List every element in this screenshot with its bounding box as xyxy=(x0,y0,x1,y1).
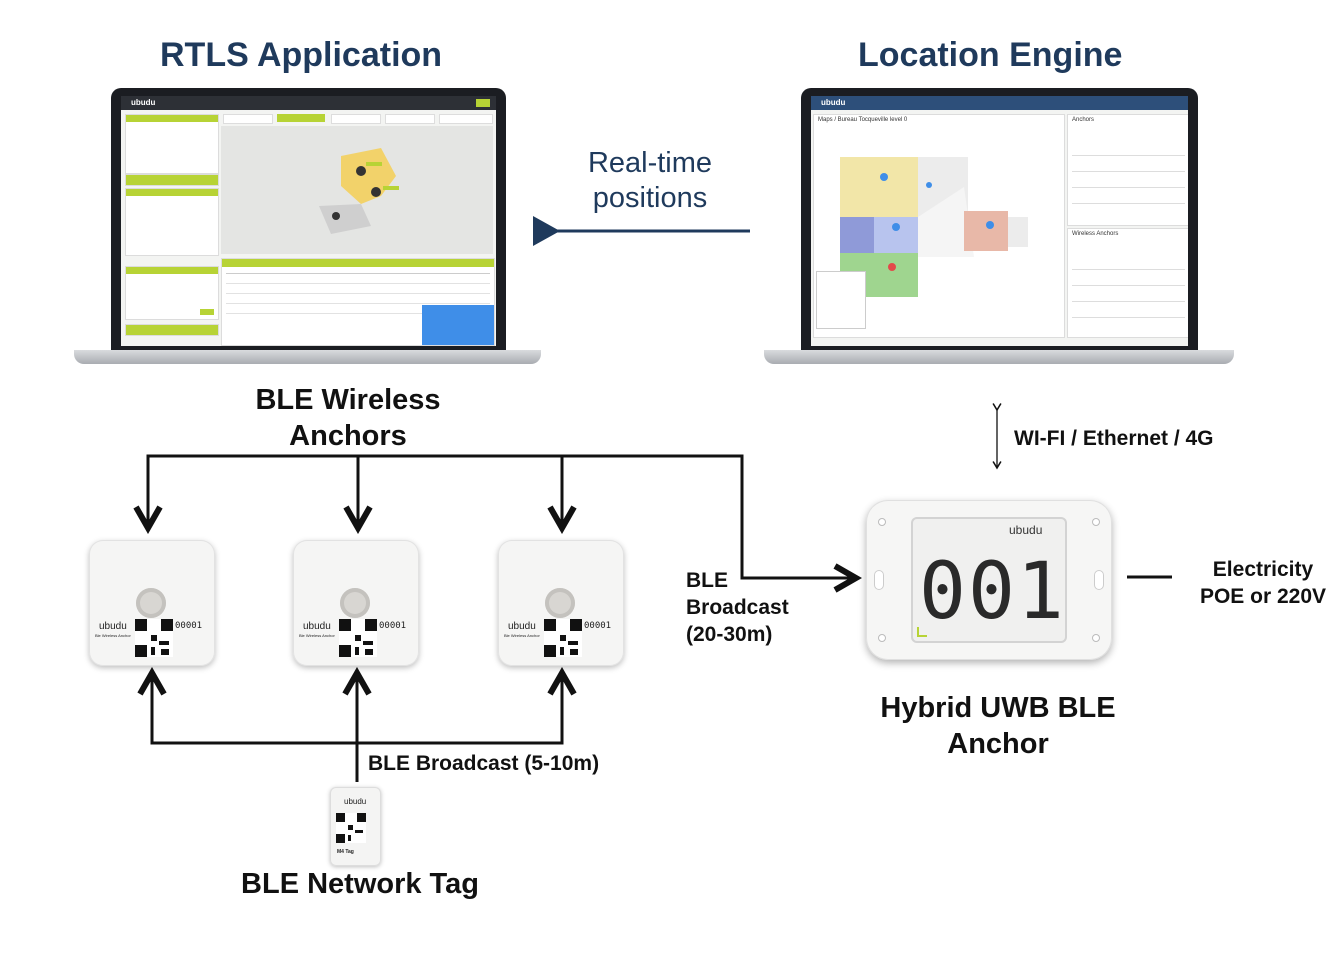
anchor-number: 00001 xyxy=(584,621,612,631)
screw-icon xyxy=(878,634,886,642)
engine-app-screen: ubudu Maps / Bureau Tocqueville level 0 xyxy=(811,96,1188,346)
engine-laptop-base xyxy=(764,350,1234,364)
anchor-brand: ubudu xyxy=(303,621,331,632)
mount-hole xyxy=(874,570,884,590)
anchor-subtext: Ble Wireless Anchor xyxy=(299,633,335,638)
wifi-ethernet-label: WI-FI / Ethernet / 4G xyxy=(1014,427,1214,450)
screw-icon xyxy=(1092,518,1100,526)
rtls-laptop: ubudu xyxy=(74,88,541,368)
qr-code-icon xyxy=(336,813,366,843)
engine-anchors-title: Anchors xyxy=(1072,117,1095,123)
rtls-sidebar-form xyxy=(125,266,219,320)
qr-code-icon xyxy=(544,619,582,657)
rtls-laptop-base xyxy=(74,350,541,364)
anchor-button xyxy=(136,588,166,618)
rtls-sidebar-bottom xyxy=(125,324,219,336)
realtime-positions-line1: Real-time xyxy=(587,147,713,179)
engine-map-panel: Maps / Bureau Tocqueville level 0 xyxy=(813,114,1065,338)
rtls-map[interactable] xyxy=(221,126,493,254)
ble-broadcast-short-label: BLE Broadcast (5-10m) xyxy=(368,752,600,775)
anchor-brand: ubudu xyxy=(99,621,127,632)
rtls-topbar: ubudu xyxy=(121,96,496,110)
rtls-table-panel xyxy=(221,258,495,346)
screw-icon xyxy=(878,518,886,526)
ble-wireless-anchors-line1: BLE Wireless xyxy=(255,384,441,416)
hybrid-anchor-line2: Anchor xyxy=(947,728,1049,760)
rtls-app-screen: ubudu xyxy=(121,96,496,346)
qr-code-icon xyxy=(339,619,377,657)
rtls-topbar-button[interactable] xyxy=(476,99,490,107)
hybrid-display: ubudu 001 xyxy=(911,517,1067,643)
hybrid-uwb-ble-anchor: ubudu 001 xyxy=(866,500,1112,660)
ble-network-tag-label: BLE Network Tag xyxy=(241,868,479,900)
anchor-button xyxy=(545,588,575,618)
ble-broadcast-long-line1: BLE xyxy=(686,569,728,592)
engine-logo: ubudu xyxy=(821,98,846,107)
ble-wireless-anchors-label: BLE Wireless Anchors xyxy=(238,382,458,454)
rtls-sidebar-panel xyxy=(125,114,219,174)
rtls-sidebar-panel-2 xyxy=(125,174,219,186)
engine-laptop: ubudu Maps / Bureau Tocqueville level 0 xyxy=(764,88,1234,368)
engine-laptop-screen: ubudu Maps / Bureau Tocqueville level 0 xyxy=(801,88,1198,350)
rtls-form-button[interactable] xyxy=(200,309,214,315)
rtls-tab-row xyxy=(221,114,493,124)
electricity-line1: Electricity xyxy=(1212,558,1314,581)
ble-wireless-anchor-3: ubudu Ble Wireless Anchor 00001 xyxy=(498,540,624,666)
engine-legend xyxy=(816,271,866,329)
rtls-laptop-screen: ubudu xyxy=(111,88,506,350)
mount-hole xyxy=(1094,570,1104,590)
hybrid-anchor-line1: Hybrid UWB BLE xyxy=(880,692,1116,724)
ble-wireless-anchors-line2: Anchors xyxy=(289,420,407,452)
tag-brand: ubudu xyxy=(344,797,367,806)
anchor-button xyxy=(340,588,370,618)
anchor-number: 00001 xyxy=(379,621,407,631)
ble-broadcast-long-line2: Broadcast xyxy=(686,596,789,619)
anchor-subtext: Ble Wireless Anchor xyxy=(95,633,131,638)
rtls-notification-popup[interactable] xyxy=(422,305,494,345)
location-engine-title: Location Engine xyxy=(858,36,1123,74)
rtls-logo: ubudu xyxy=(131,98,156,107)
hybrid-anchor-label: Hybrid UWB BLE Anchor xyxy=(858,690,1138,762)
rtls-sidebar-list xyxy=(125,188,219,256)
engine-header: Maps / Bureau Tocqueville level 0 xyxy=(818,117,908,123)
engine-anchors-panel: Anchors xyxy=(1067,114,1188,226)
engine-wireless-title: Wireless Anchors xyxy=(1072,231,1119,237)
corner-mark-icon xyxy=(917,627,927,637)
hybrid-brand: ubudu xyxy=(1009,523,1043,537)
realtime-positions-label: Real-time positions xyxy=(565,146,735,216)
ble-wireless-anchor-2: ubudu Ble Wireless Anchor 00001 xyxy=(293,540,419,666)
electricity-label: Electricity POE or 220V xyxy=(1188,556,1338,610)
engine-wireless-panel: Wireless Anchors xyxy=(1067,228,1188,338)
ble-wireless-anchor-1: ubudu Ble Wireless Anchor 00001 xyxy=(89,540,215,666)
engine-topbar: ubudu xyxy=(811,96,1188,110)
anchor-number: 00001 xyxy=(175,621,203,631)
electricity-line2: POE or 220V xyxy=(1199,585,1327,608)
anchor-brand: ubudu xyxy=(508,621,536,632)
tag-text: M4 Tag xyxy=(337,849,354,855)
ble-broadcast-long-line3: (20-30m) xyxy=(686,623,773,646)
realtime-positions-line2: positions xyxy=(592,182,708,214)
hybrid-display-number: 001 xyxy=(919,547,1066,637)
anchor-subtext: Ble Wireless Anchor xyxy=(504,633,540,638)
rtls-application-title: RTLS Application xyxy=(160,36,443,74)
screw-icon xyxy=(1092,634,1100,642)
ble-network-tag-device: ubudu M4 Tag xyxy=(330,787,381,866)
qr-code-icon xyxy=(135,619,173,657)
ble-broadcast-long-label: BLE Broadcast (20-30m) xyxy=(686,567,789,648)
